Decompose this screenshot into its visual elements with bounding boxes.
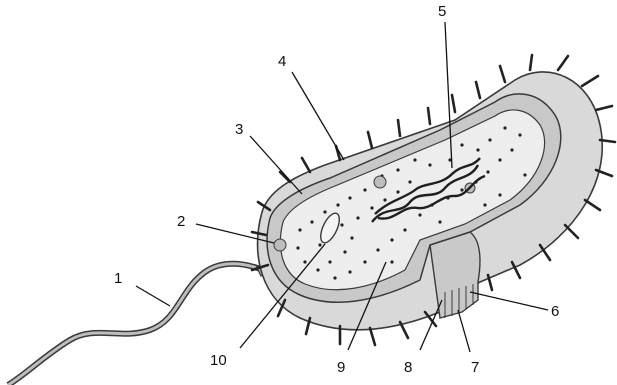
label-6: 6 [551,303,559,320]
label-4: 4 [278,53,286,70]
label-2: 2 [177,213,185,230]
flagellum [8,260,275,385]
label-7: 7 [471,359,479,376]
label-5: 5 [438,3,446,20]
granule [374,176,386,188]
label-1: 1 [114,270,122,287]
leader-6 [470,292,548,310]
granule [274,239,286,251]
leader-3 [250,136,302,194]
label-10: 10 [210,352,227,369]
leader-7 [458,310,470,352]
leader-4 [292,72,344,160]
leader-1 [136,286,170,306]
label-3: 3 [235,121,243,138]
label-8: 8 [404,359,412,376]
label-9: 9 [337,359,345,376]
